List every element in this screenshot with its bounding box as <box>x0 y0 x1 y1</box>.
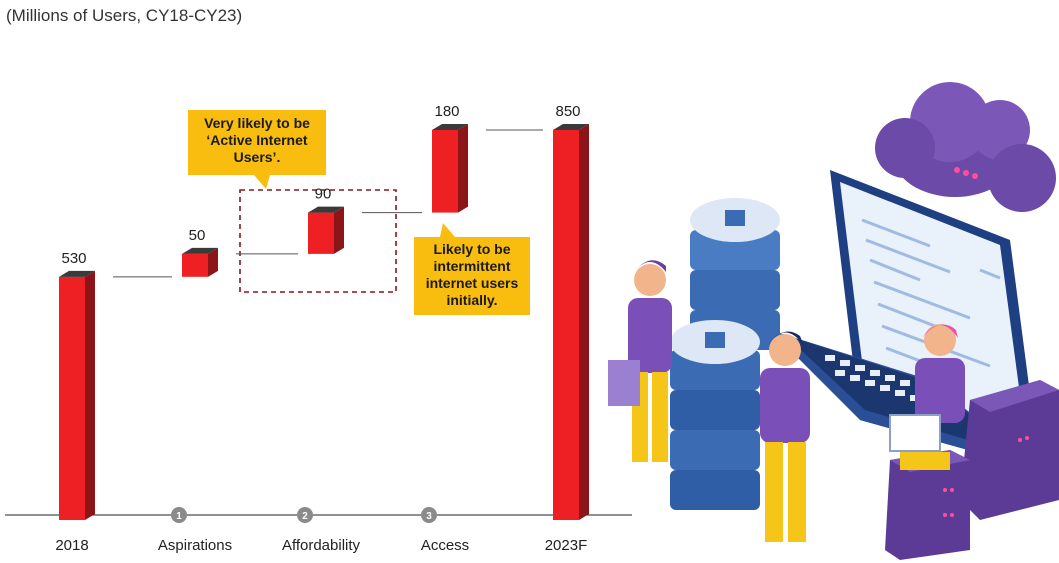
step-badge <box>421 507 437 523</box>
callout-pointer <box>440 223 455 237</box>
bar <box>308 212 334 254</box>
highlight-box <box>239 189 397 293</box>
bar <box>553 130 579 520</box>
server-stack-icon <box>885 380 1059 560</box>
bar-side <box>458 124 468 213</box>
bar-top <box>308 206 344 213</box>
bar-side <box>208 247 218 277</box>
data-label: 530 <box>61 250 86 267</box>
bar-side <box>334 206 344 254</box>
bar-top <box>182 247 218 254</box>
bar <box>59 276 85 520</box>
callout-line: Users’. <box>233 149 281 165</box>
person-icon <box>760 331 810 542</box>
callout-line: internet users <box>425 275 519 291</box>
chart-subtitle: (Millions of Users, CY18-CY23) <box>6 6 243 25</box>
data-label: 850 <box>555 103 580 120</box>
category-label: Affordability <box>282 537 361 554</box>
callout-pointer <box>254 175 270 189</box>
category-label: 2018 <box>55 537 88 554</box>
bar-side <box>579 124 589 520</box>
bar-top <box>553 124 589 130</box>
cloud-icon <box>875 82 1056 212</box>
callout-line: Likely to be <box>433 241 511 257</box>
callout-access: Likely to be intermittent internet users… <box>414 223 530 315</box>
data-center-illustration <box>608 82 1059 560</box>
callout-line: ‘Active Internet <box>206 132 308 148</box>
step-badge <box>297 507 313 523</box>
category-label: 2023F <box>545 537 588 554</box>
step-badge <box>171 507 187 523</box>
callout-line: initially. <box>446 292 498 308</box>
server-stack-icon <box>690 198 780 350</box>
data-label: 50 <box>189 227 206 244</box>
server-stack-icon <box>670 320 760 510</box>
bar-side <box>85 270 95 520</box>
step-badge-number: 1 <box>176 511 182 522</box>
bar <box>182 253 208 277</box>
callout-line: intermittent <box>433 258 511 274</box>
bar-top <box>59 270 95 277</box>
step-badge-number: 2 <box>302 511 308 522</box>
data-label: 90 <box>315 186 332 203</box>
person-icon <box>889 324 965 470</box>
step-badge-number: 3 <box>426 511 432 522</box>
callout-line: Very likely to be <box>204 115 310 131</box>
category-label: Access <box>421 537 469 554</box>
bar-top <box>432 124 468 130</box>
category-label: Aspirations <box>158 537 232 554</box>
person-icon <box>608 260 672 462</box>
data-label: 180 <box>434 103 459 120</box>
callout-affordability: Very likely to be ‘Active Internet Users… <box>188 110 326 189</box>
bar <box>432 130 458 213</box>
